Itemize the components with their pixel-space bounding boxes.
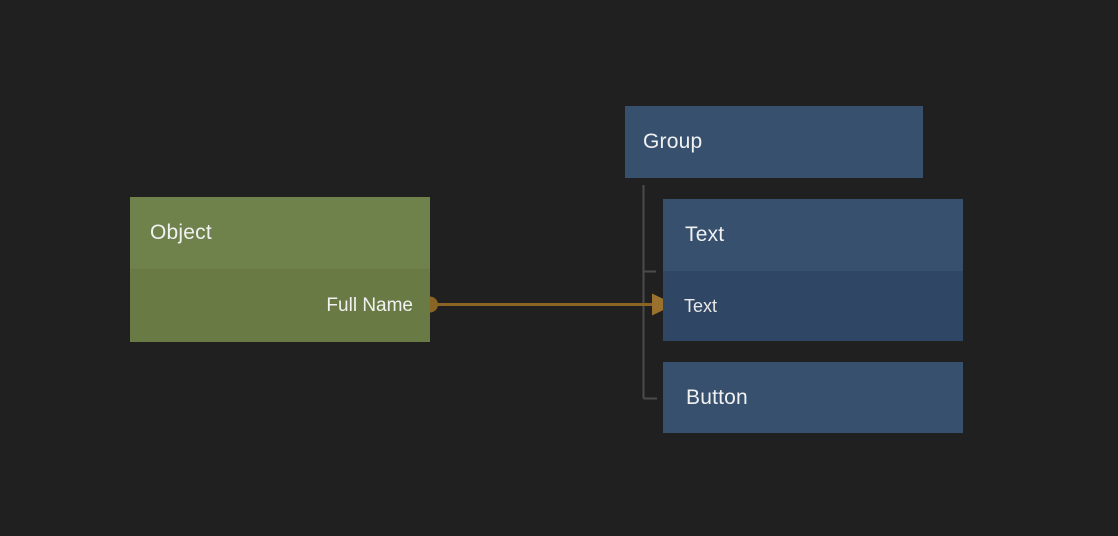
node-object-title: Object <box>150 221 212 244</box>
node-text[interactable]: Text Text <box>663 199 963 341</box>
node-text-field-label: Text <box>684 295 718 316</box>
node-object[interactable]: Object Full Name <box>130 197 430 342</box>
group-children-connector <box>642 185 657 400</box>
node-text-title: Text <box>685 223 725 246</box>
node-object-field-label: Full Name <box>326 294 413 316</box>
node-text-field-text[interactable]: Text <box>663 271 963 341</box>
node-group[interactable]: Group <box>625 106 923 178</box>
node-object-field-full-name[interactable]: Full Name <box>130 269 430 342</box>
node-object-header[interactable]: Object <box>130 197 430 269</box>
node-text-header[interactable]: Text <box>663 199 963 271</box>
node-group-title: Group <box>643 130 703 153</box>
node-button[interactable]: Button <box>663 362 963 433</box>
node-button-title: Button <box>686 385 748 409</box>
